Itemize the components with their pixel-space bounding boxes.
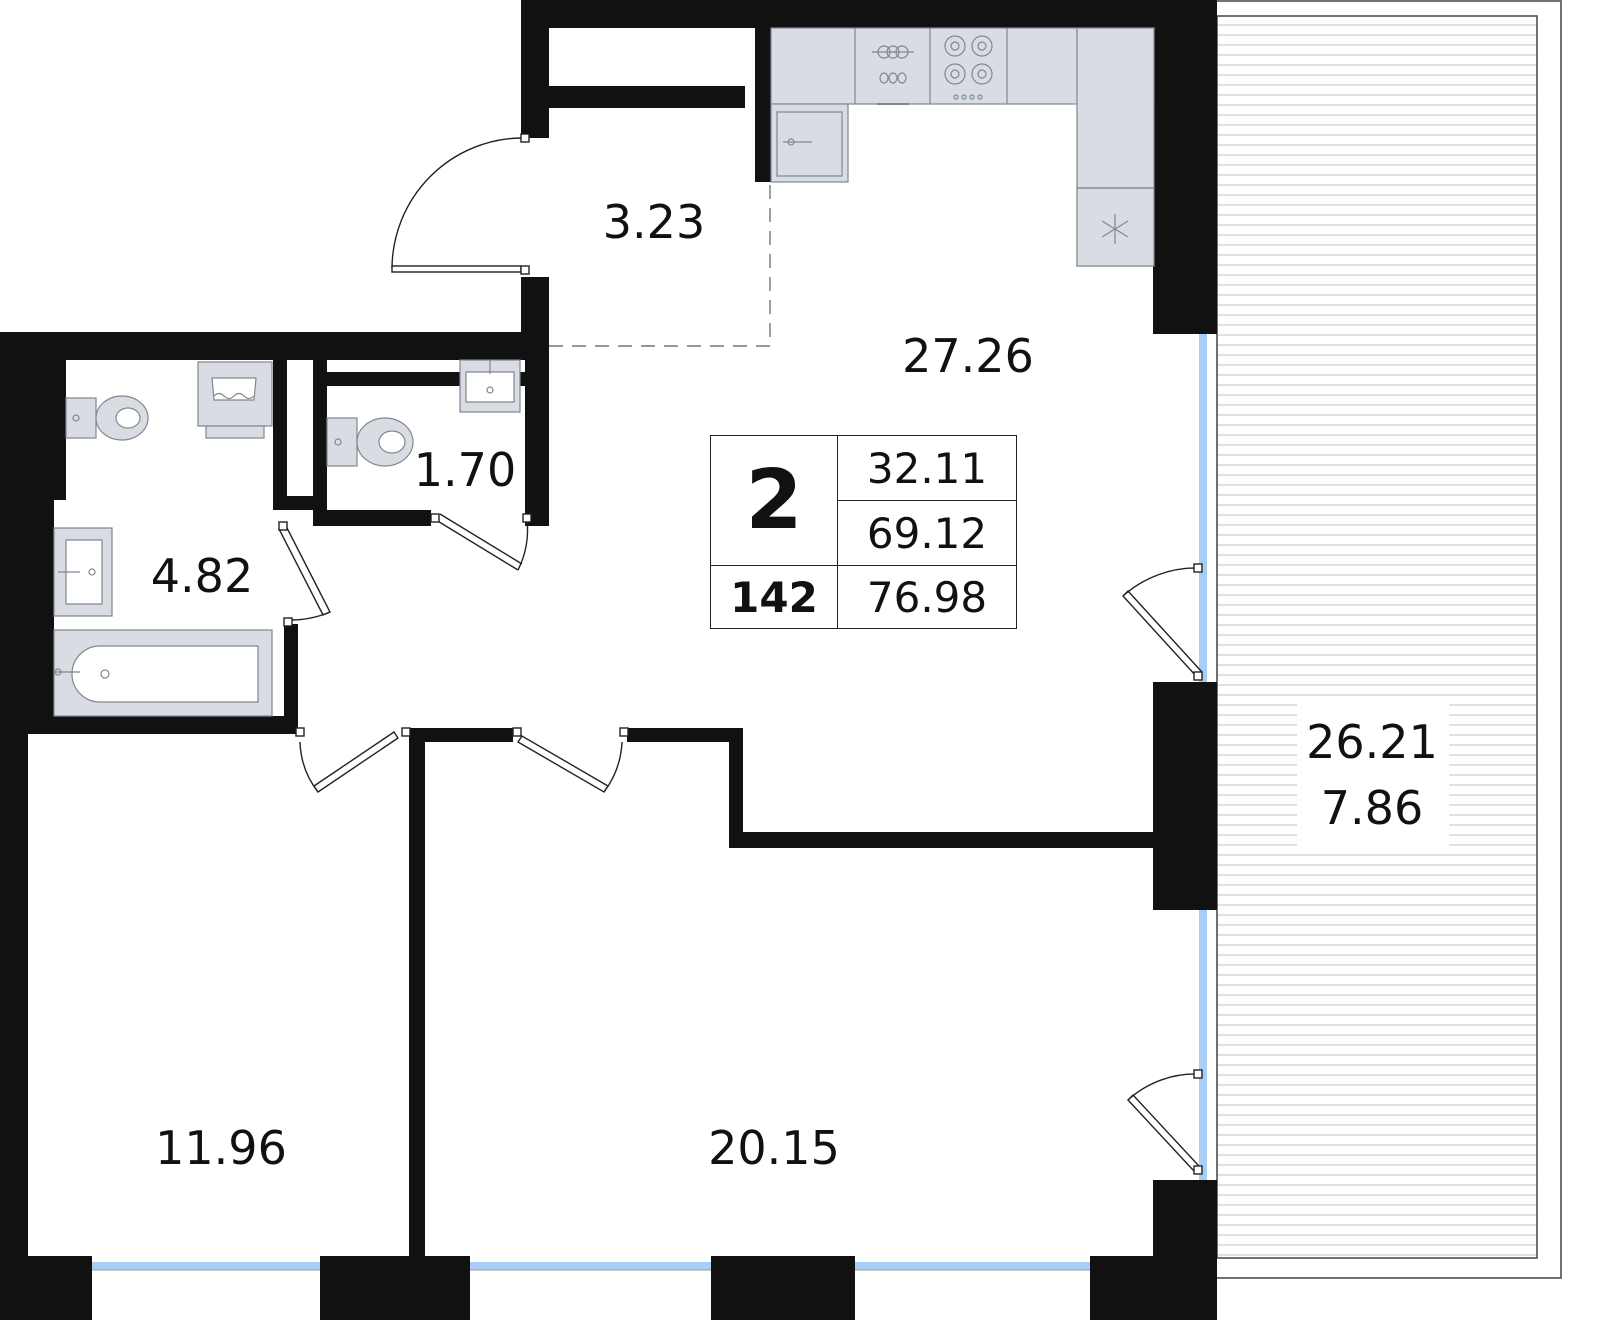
total-area-with-balcony-value: 76.98 bbox=[866, 572, 988, 622]
snowflake-icon bbox=[1101, 214, 1129, 244]
total-area-value: 69.12 bbox=[838, 501, 1016, 566]
area-label-kitchen-living: 27.26 bbox=[902, 329, 1034, 383]
kitchen-fixtures bbox=[770, 27, 1155, 267]
area-label-wc: 1.70 bbox=[413, 443, 517, 497]
area-label-balcony: 26.21 bbox=[1306, 715, 1438, 769]
dishwasher-icon bbox=[872, 45, 914, 105]
bathroom-fixtures bbox=[53, 359, 521, 717]
area-label-bedroom-left: 11.96 bbox=[155, 1121, 287, 1175]
balcony bbox=[1216, 0, 1562, 1279]
apartment-number: 142 bbox=[711, 566, 838, 628]
hob-icon bbox=[944, 35, 993, 100]
room-count: 2 bbox=[711, 436, 838, 566]
hall-boundary bbox=[549, 182, 771, 347]
apartment-summary-table: 2 142 32.11 69.12 76.98 bbox=[710, 435, 1017, 629]
walls bbox=[0, 0, 1217, 1320]
living-area-value: 32.11 bbox=[838, 436, 1016, 501]
doors bbox=[278, 133, 1203, 1175]
area-label-bedroom-main: 20.15 bbox=[708, 1121, 840, 1175]
area-label-hall: 3.23 bbox=[602, 195, 706, 249]
windows bbox=[92, 334, 1207, 1271]
area-label-balcony-reduced: 7.86 bbox=[1320, 781, 1424, 835]
area-label-bathroom: 4.82 bbox=[150, 549, 254, 603]
